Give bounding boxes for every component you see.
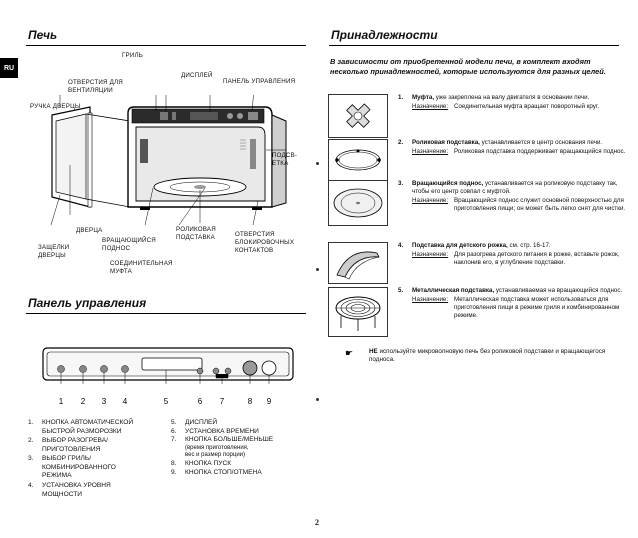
panel-number-8: 8: [248, 397, 253, 406]
page-number: 2: [315, 518, 319, 527]
pointing-hand-icon: ☛: [345, 348, 354, 358]
bottle-stand-image: [328, 242, 388, 284]
accessories-section-title: Принадлежности: [331, 28, 438, 42]
panel-number-5: 5: [164, 397, 169, 406]
binding-dot: [316, 162, 319, 165]
label-door: ДВЕРЦА: [76, 227, 103, 234]
control-panel-numbers: 1 2 3 4 5 6 7 8 9: [59, 397, 272, 406]
panel-number-7: 7: [220, 397, 225, 406]
turntable-image: [328, 180, 388, 226]
coupler-image: [328, 94, 388, 138]
note-text: используйте микроволновую печь без ролик…: [369, 348, 606, 364]
binding-dot: [316, 398, 319, 401]
panel-number-2: 2: [81, 397, 86, 406]
control-panel-diagram: [42, 347, 294, 384]
label-grill: ГРИЛЬ: [122, 52, 144, 59]
accessories-intro: В зависимости от приобретенной модели пе…: [330, 57, 606, 76]
panel-number-4: 4: [123, 397, 128, 406]
binding-dot: [316, 268, 319, 271]
panel-number-9: 9: [267, 397, 272, 406]
label-door-handle: РУЧКА ДВЕРЦЫ: [30, 103, 81, 110]
panel-legend-right: 5.ДИСПЛЕЙ 6.УСТАНОВКА ВРЕМЕНИ 7.КНОПКА Б…: [171, 419, 274, 476]
oven-section-title: Печь: [28, 28, 58, 42]
control-panel-section-title: Панель управления: [28, 296, 147, 310]
panel-number-3: 3: [102, 397, 107, 406]
oven-title-rule: [26, 45, 306, 46]
warning-note: ☛ НЕ используйте микроволновую печь без …: [345, 348, 620, 364]
metal-rack-image: [328, 287, 388, 337]
panel-number-1: 1: [59, 397, 64, 406]
label-stand: ПОДСВ-ЕТКА: [272, 152, 298, 167]
label-control-panel: ПАНЕЛЬ УПРАВЛЕНИЯ: [223, 78, 296, 85]
panel-title-rule: [26, 313, 306, 314]
language-tab: RU: [0, 58, 18, 78]
accessories-title-rule: [329, 45, 619, 46]
roller-ring-image: [328, 139, 388, 181]
label-display: ДИСПЛЕЙ: [181, 72, 213, 79]
oven-diagram: [50, 95, 287, 225]
note-emphasis: НЕ: [369, 348, 378, 355]
panel-number-6: 6: [198, 397, 203, 406]
legend-item: 2.ВЫБОР РАЗОГРЕВА/ПРИГОТОВЛЕНИЯ: [28, 437, 108, 453]
